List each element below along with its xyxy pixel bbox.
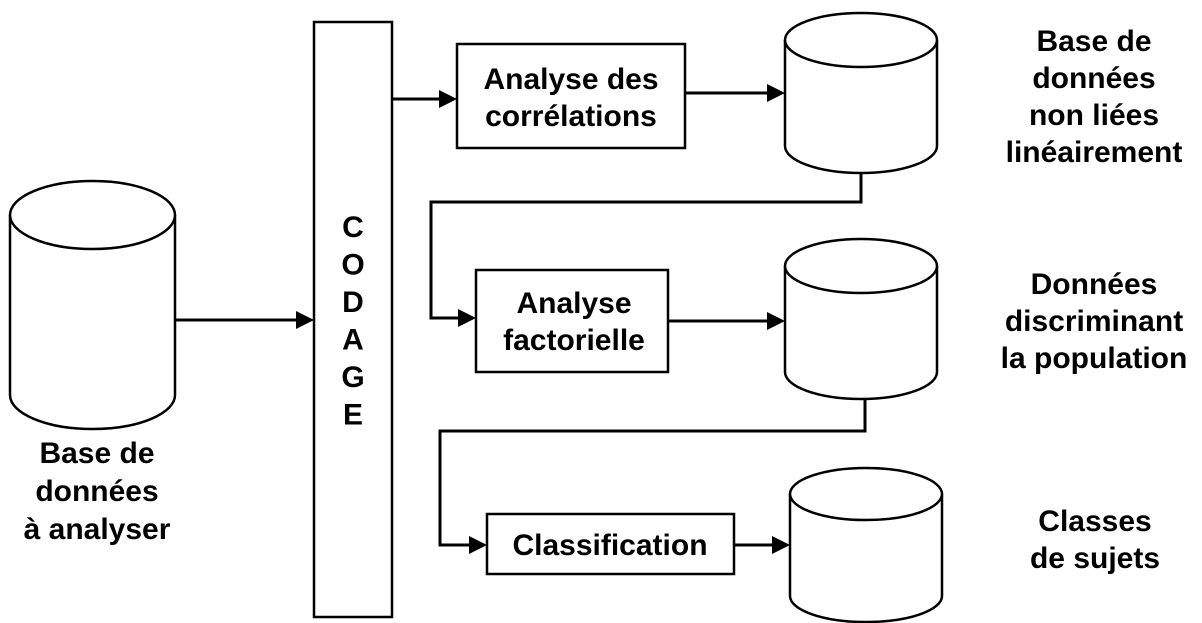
connectors [175, 84, 867, 554]
classification-box [485, 512, 736, 576]
correlation-analysis-label-line-2: corrélations [485, 100, 657, 133]
input-database-label-line-2: données [35, 475, 158, 508]
input-database-label-line-3: à analyser [24, 513, 171, 546]
input-database-label-line-1: Base de [39, 437, 154, 470]
coding-letter: E [343, 399, 363, 432]
db-discriminant-label-line-3: la population [1001, 342, 1188, 375]
factorial-analysis-label: Analyse factorielle [503, 287, 645, 357]
db-classes-label-line-1: Classes [1038, 505, 1151, 538]
db-classes-label: Classes de sujets [1030, 505, 1160, 575]
db-discriminant-cylinder [783, 237, 939, 401]
input-database-label: Base de données à analyser [24, 437, 171, 546]
factorial-analysis-label-line-2: factorielle [503, 324, 645, 357]
db-classes-label-line-2: de sujets [1030, 542, 1160, 575]
arrowhead-correlation [439, 90, 457, 108]
coding-letter: O [341, 249, 364, 282]
coding-letter: G [341, 361, 364, 394]
db-unlinked-label-line-3: non liées [1029, 99, 1159, 132]
arrowhead-classification [469, 536, 487, 554]
arrowhead-db-classes [772, 536, 790, 554]
factorial-analysis-box [474, 268, 670, 374]
db-unlinked-label: Base de données non liées linéairement [1006, 25, 1183, 169]
db-classes-cylinder [788, 466, 944, 623]
db-unlinked-label-line-2: données [1032, 62, 1155, 95]
arrowhead-coding [296, 311, 314, 329]
db-unlinked-label-line-4: linéairement [1006, 136, 1183, 169]
coding-letter: D [342, 286, 364, 319]
correlation-analysis-label: Analyse des corrélations [483, 63, 658, 133]
arrowhead-db-unlinked [767, 84, 785, 102]
edge-db-discriminant-to-classification [438, 373, 867, 547]
coding-box [312, 20, 394, 619]
edge-db-unlinked-to-factorial [429, 173, 863, 320]
arrowhead-db-discriminant [767, 312, 785, 330]
input-database-cylinder [8, 179, 177, 431]
db-discriminant-label: Données discriminant la population [1001, 268, 1188, 375]
db-unlinked-label-line-1: Base de [1036, 25, 1151, 58]
classification-label: Classification [512, 529, 707, 562]
db-unlinked-cylinder [783, 11, 939, 175]
arrowhead-factorial [458, 309, 476, 327]
correlation-analysis-box [455, 42, 687, 150]
correlation-analysis-label-line-1: Analyse des [483, 63, 658, 96]
db-discriminant-label-line-2: discriminant [1005, 305, 1183, 338]
factorial-analysis-label-line-1: Analyse [516, 287, 631, 320]
coding-letter: C [342, 211, 364, 244]
coding-letter: A [342, 324, 364, 357]
db-discriminant-label-line-1: Données [1031, 268, 1158, 301]
